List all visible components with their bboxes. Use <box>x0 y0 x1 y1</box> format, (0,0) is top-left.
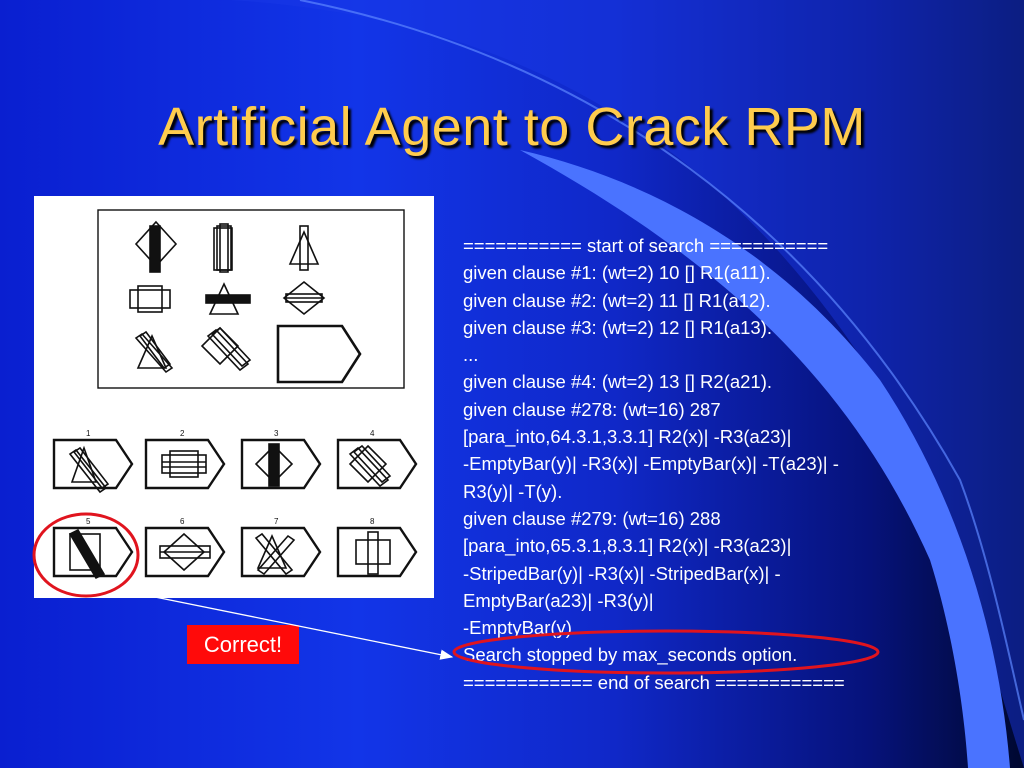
log-line: [para_into,64.3.1,3.3.1] R2(x)| -R3(a23)… <box>463 426 792 448</box>
matrix-cell-1-2 <box>213 223 233 273</box>
option-number-4: 4 <box>370 429 375 438</box>
log-line: given clause #3: (wt=2) 12 [] R1(a13). <box>463 316 773 338</box>
background-swoosh-light <box>520 150 1010 768</box>
search-log: =========== start of search =========== … <box>463 232 943 696</box>
answer-option-4 <box>336 438 418 490</box>
matrix-cell-1-1 <box>134 220 178 273</box>
option-number-7: 7 <box>274 517 279 526</box>
option-number-2: 2 <box>180 429 185 438</box>
log-line: given clause #2: (wt=2) 11 [] R1(a12). <box>463 289 771 311</box>
log-line: ============ end of search ============ <box>463 671 845 693</box>
answer-option-1 <box>52 438 134 494</box>
option-number-5: 5 <box>86 517 91 526</box>
matrix-frame <box>97 209 405 389</box>
option-number-1: 1 <box>86 429 91 438</box>
log-line: -EmptyBar(y)| -R3(x)| -EmptyBar(x)| -T(a… <box>463 453 839 475</box>
option-number-8: 8 <box>370 517 375 526</box>
log-line: R3(y)| -T(y). <box>463 480 563 502</box>
log-line: ... <box>463 344 479 366</box>
matrix-cell-3-1 <box>134 330 174 374</box>
option-number-3: 3 <box>274 429 279 438</box>
answer-option-2 <box>144 438 226 490</box>
option-number-6: 6 <box>180 517 185 526</box>
matrix-cell-2-1 <box>129 285 171 313</box>
log-line: given clause #279: (wt=16) 288 <box>463 507 721 529</box>
slide-title: Artificial Agent to Crack RPM <box>158 97 866 157</box>
background-swoosh <box>230 0 1024 768</box>
answer-option-6 <box>144 526 226 578</box>
log-line: =========== start of search =========== <box>463 235 829 256</box>
log-line: -StripedBar(y)| -R3(x)| -StripedBar(x)| … <box>463 562 781 584</box>
matrix-cell-1-3 <box>288 225 320 271</box>
log-line: given clause #1: (wt=2) 10 [] R1(a11). <box>463 262 771 284</box>
rpm-puzzle-image: 1 2 3 4 5 6 7 8 <box>34 196 434 598</box>
background-swoosh-thin <box>299 0 1024 721</box>
matrix-cell-2-3 <box>282 280 326 316</box>
matrix-cell-3-2 <box>200 326 252 372</box>
correct-callout: Correct! <box>187 625 299 664</box>
log-line-highlighted: Search stopped by max_seconds option. <box>463 644 798 666</box>
log-line: -EmptyBar(y). <box>463 617 578 639</box>
answer-option-5 <box>52 526 134 580</box>
matrix-cell-3-3-blank <box>276 324 362 384</box>
log-line: given clause #278: (wt=16) 287 <box>463 398 721 420</box>
answer-option-3 <box>240 438 322 490</box>
answer-option-8 <box>336 526 418 578</box>
log-line: given clause #4: (wt=2) 13 [] R2(a21). <box>463 371 773 393</box>
log-line: [para_into,65.3.1,8.3.1] R2(x)| -R3(a23)… <box>463 535 792 557</box>
log-line: EmptyBar(a23)| -R3(y)| <box>463 589 654 611</box>
answer-option-7 <box>240 526 322 578</box>
matrix-cell-2-2 <box>205 282 251 315</box>
